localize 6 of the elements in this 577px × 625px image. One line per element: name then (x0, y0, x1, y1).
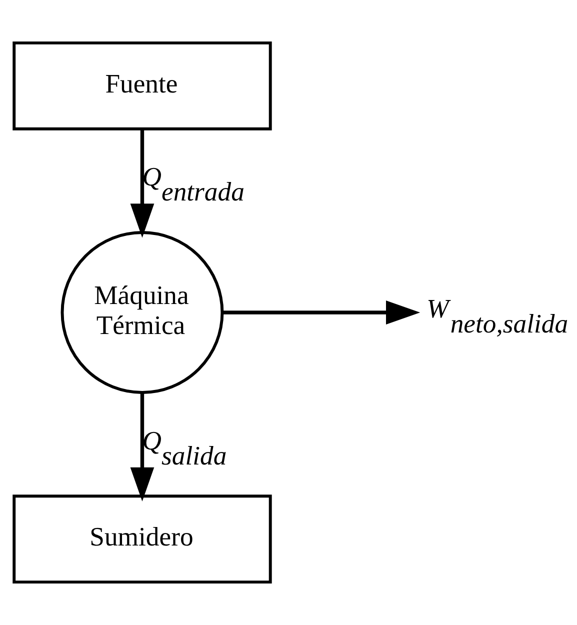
node-box: Sumidero (12, 494, 272, 584)
arrow (130, 128, 154, 238)
node-box: Fuente (12, 41, 272, 130)
arrow (130, 392, 154, 502)
arrow (222, 300, 420, 324)
node-circle: Máquina Térmica (60, 231, 224, 394)
